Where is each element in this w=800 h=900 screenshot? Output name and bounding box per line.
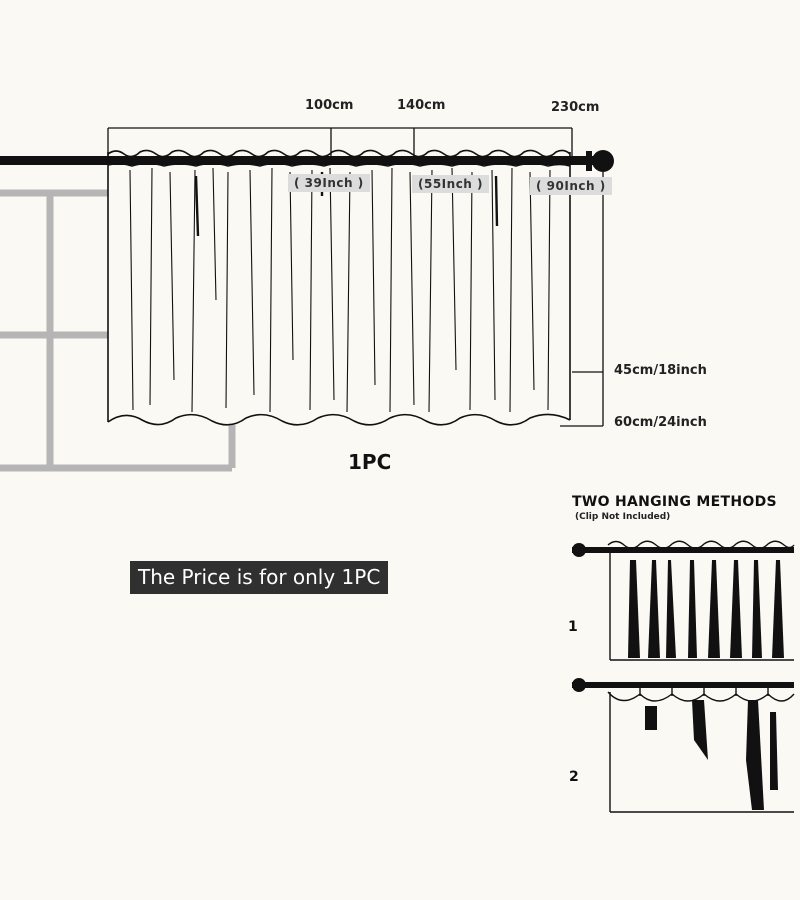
method-step-1: 1 bbox=[568, 619, 578, 635]
curtain-panel bbox=[107, 149, 571, 426]
width-label-inch-2: (55Inch ) bbox=[412, 175, 490, 193]
window-frame bbox=[0, 189, 236, 472]
hanging-methods-subtitle: (Clip Not Included) bbox=[575, 512, 671, 522]
width-label-inch-3: ( 90Inch ) bbox=[530, 177, 612, 195]
height-measure bbox=[560, 172, 604, 427]
width-measure bbox=[107, 127, 573, 156]
hanging-methods-title: TWO HANGING METHODS bbox=[572, 494, 777, 510]
width-label-cm-2: 140cm bbox=[397, 98, 446, 113]
width-label-cm-1: 100cm bbox=[305, 98, 354, 113]
drop-label-short: 45cm/18inch bbox=[614, 363, 707, 378]
quantity-label: 1PC bbox=[348, 450, 392, 474]
curtain-rod bbox=[0, 150, 614, 172]
drop-label-long: 60cm/24inch bbox=[614, 415, 707, 430]
price-note-banner: The Price is for only 1PC bbox=[130, 561, 389, 594]
method-step-2: 2 bbox=[569, 769, 579, 785]
method-two-illustration bbox=[572, 678, 795, 813]
method-one-illustration bbox=[572, 540, 795, 661]
width-label-inch-1: ( 39Inch ) bbox=[288, 174, 370, 192]
width-label-cm-3: 230cm bbox=[551, 100, 600, 115]
